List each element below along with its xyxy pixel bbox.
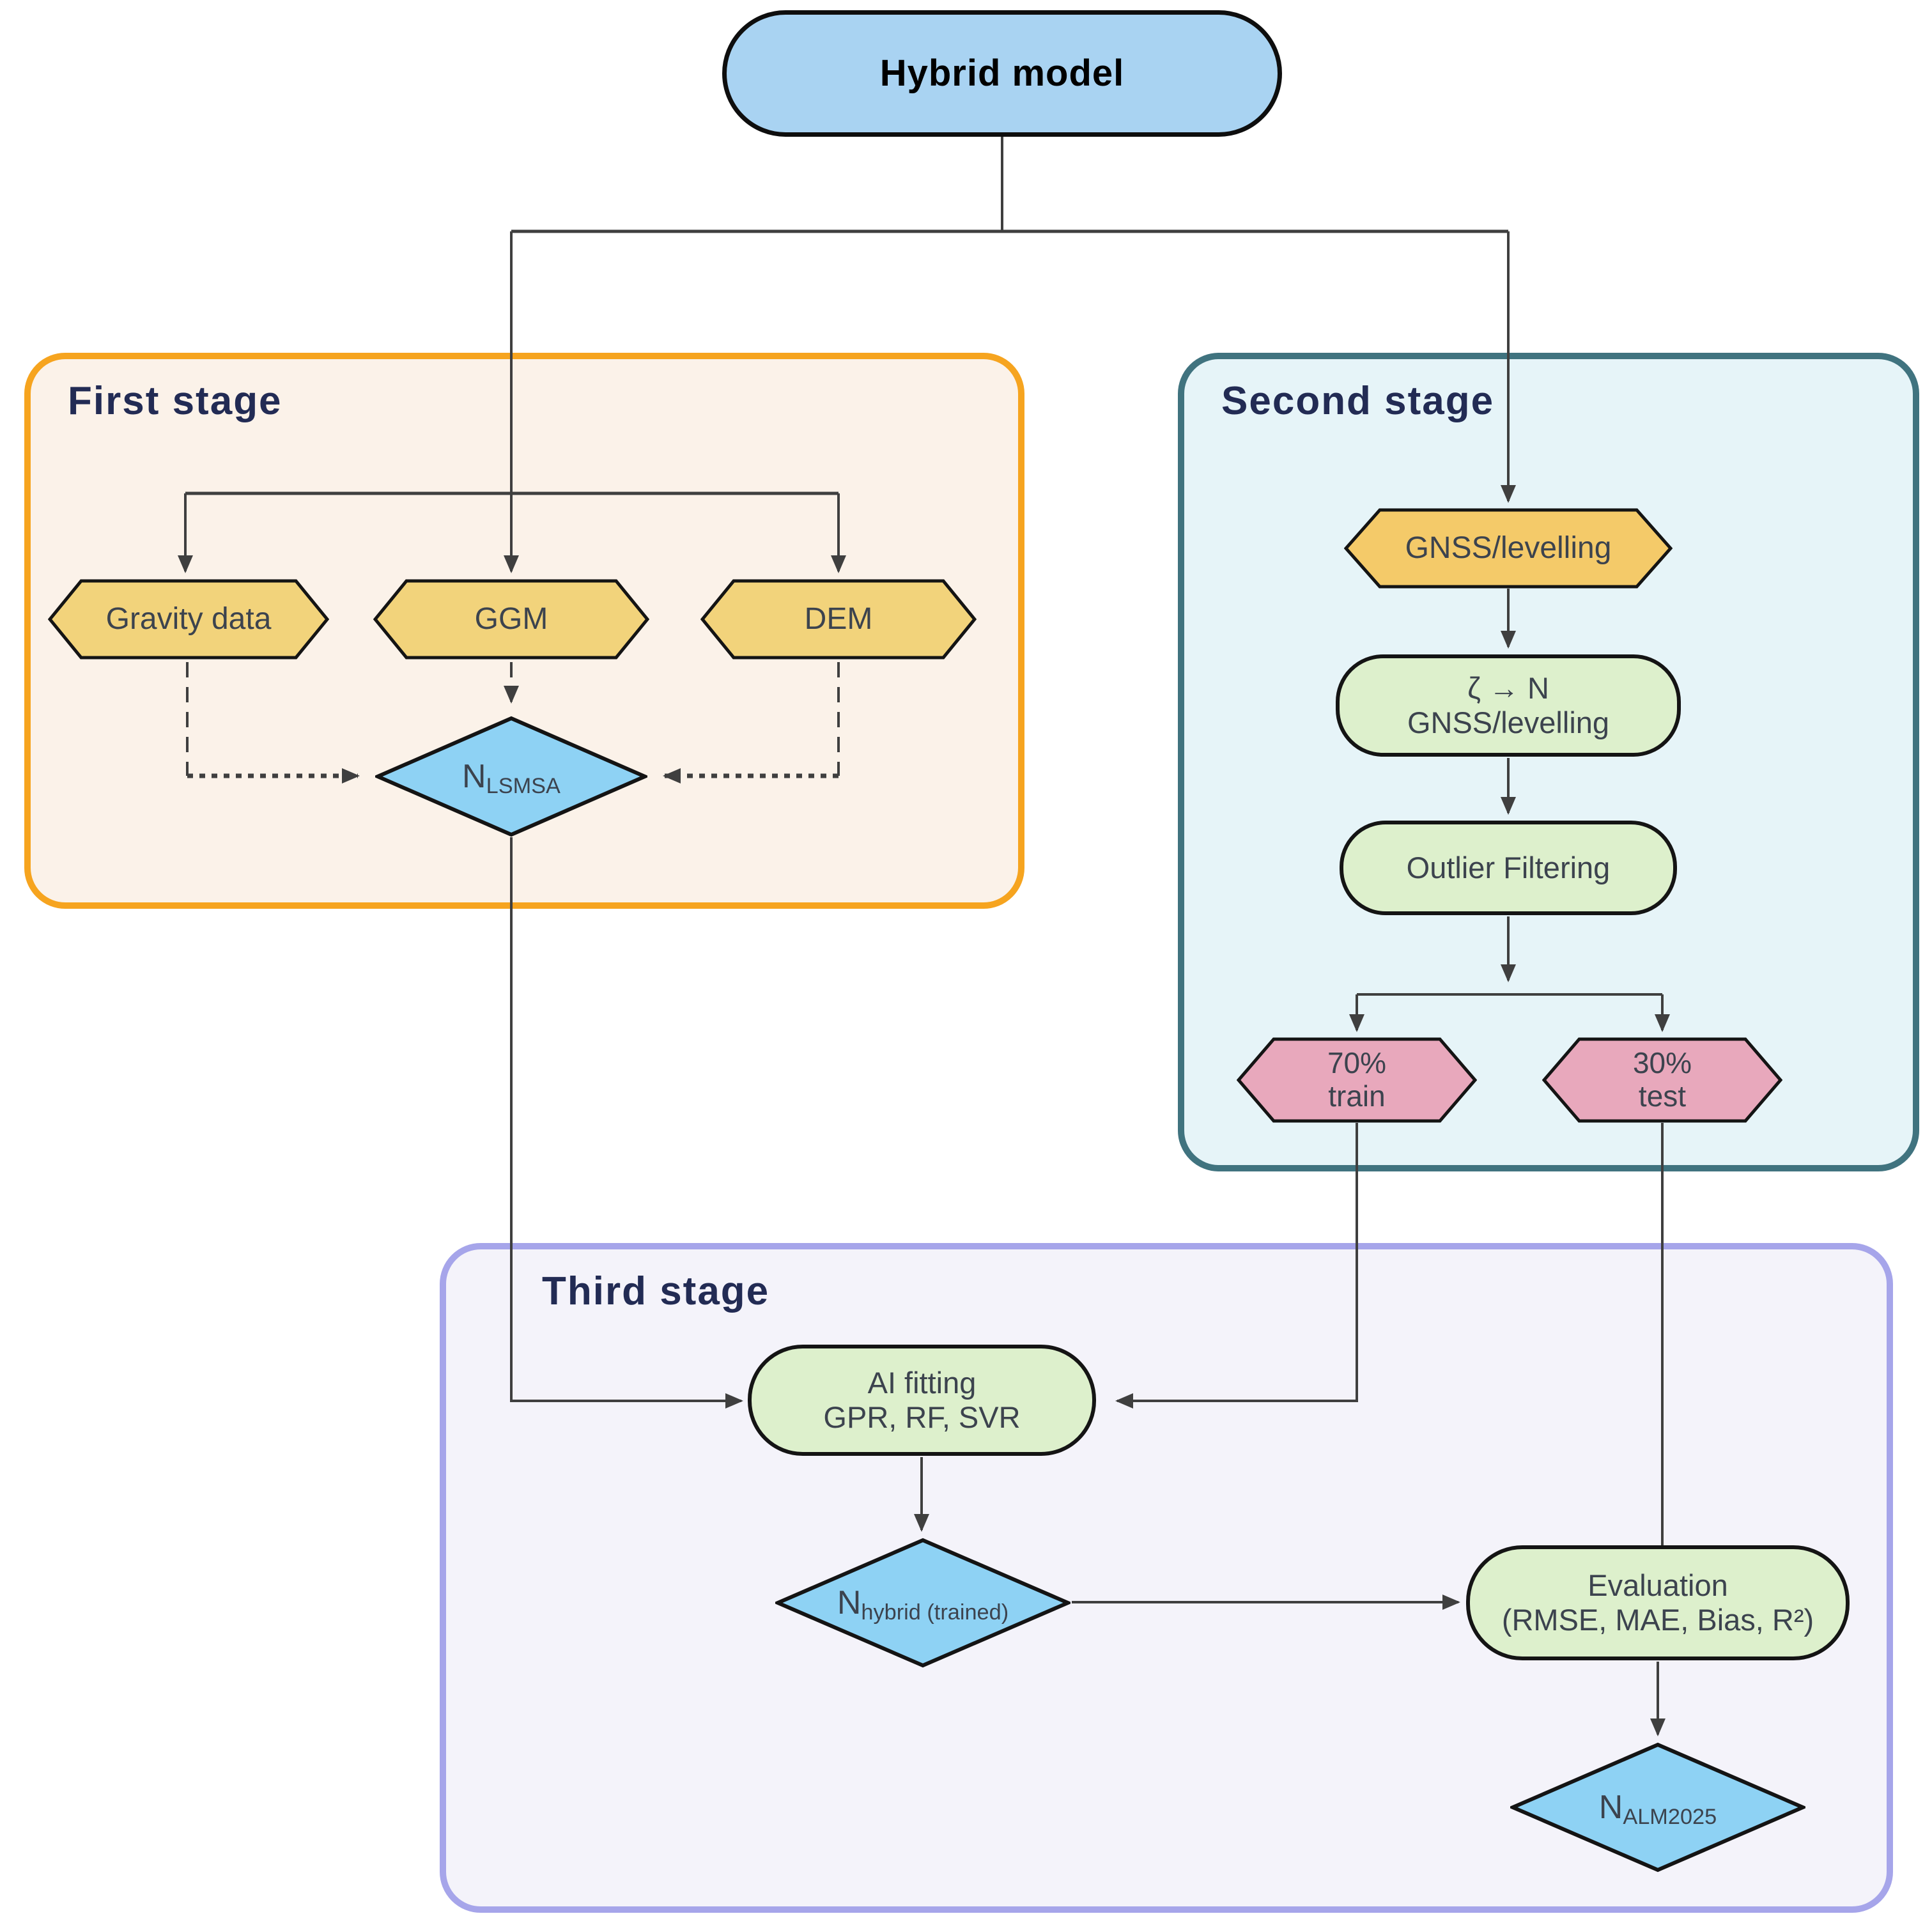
hexagon-shape xyxy=(700,579,977,660)
n-alm2025-node: NALM2025 xyxy=(1510,1742,1805,1873)
n-lsmsa-node: NLSMSA xyxy=(375,716,647,837)
zeta-to-n-node: ζ → N GNSS/levelling xyxy=(1336,654,1681,757)
hybrid-model-node: Hybrid model xyxy=(722,10,1282,137)
outlier-filtering-label: Outlier Filtering xyxy=(1406,850,1611,884)
ai-fitting-node: AI fitting GPR, RF, SVR xyxy=(748,1345,1096,1456)
train-70-node: 70% train xyxy=(1237,1037,1477,1123)
ggm-node: GGM xyxy=(373,579,649,660)
hexagon-shape xyxy=(1542,1037,1782,1123)
gnss-levelling-label: GNSS/levelling xyxy=(1405,531,1612,566)
zeta-to-n-line2: GNSS/levelling xyxy=(1407,706,1610,739)
diamond-shape xyxy=(1510,1742,1805,1873)
ai-fitting-line2: GPR, RF, SVR xyxy=(823,1400,1021,1434)
n-alm2025-label: NALM2025 xyxy=(1598,1788,1717,1830)
n-hybrid-node: Nhybrid (trained) xyxy=(775,1538,1070,1668)
diamond-shape xyxy=(375,716,647,837)
train-70-label: 70% train xyxy=(1327,1046,1387,1113)
diamond-shape xyxy=(775,1538,1070,1668)
third-stage-title: Third stage xyxy=(542,1269,770,1313)
outlier-filtering-node: Outlier Filtering xyxy=(1340,821,1677,915)
evaluation-line2: (RMSE, MAE, Bias, R²) xyxy=(1501,1603,1814,1637)
hexagon-shape xyxy=(48,579,329,660)
dem-node: DEM xyxy=(700,579,977,660)
n-hybrid-label: Nhybrid (trained) xyxy=(837,1584,1009,1625)
second-stage-container: Second stage xyxy=(1178,353,1919,1171)
gravity-data-node: Gravity data xyxy=(48,579,329,660)
n-lsmsa-label: NLSMSA xyxy=(462,757,560,799)
test-30-node: 30% test xyxy=(1542,1037,1782,1123)
test-30-label: 30% test xyxy=(1632,1046,1692,1113)
evaluation-node: Evaluation (RMSE, MAE, Bias, R²) xyxy=(1466,1545,1850,1660)
hexagon-shape xyxy=(1344,508,1673,589)
ai-fitting-line1: AI fitting xyxy=(867,1365,977,1400)
ggm-label: GGM xyxy=(474,602,548,637)
zeta-to-n-line1: ζ → N xyxy=(1467,670,1549,705)
hybrid-model-label: Hybrid model xyxy=(879,52,1125,94)
evaluation-line1: Evaluation xyxy=(1588,1568,1728,1602)
hexagon-shape xyxy=(1237,1037,1477,1123)
dem-label: DEM xyxy=(804,602,873,637)
second-stage-title: Second stage xyxy=(1221,379,1495,423)
hexagon-shape xyxy=(373,579,649,660)
gravity-data-label: Gravity data xyxy=(105,602,272,637)
first-stage-title: First stage xyxy=(68,379,282,423)
gnss-levelling-node: GNSS/levelling xyxy=(1344,508,1673,589)
